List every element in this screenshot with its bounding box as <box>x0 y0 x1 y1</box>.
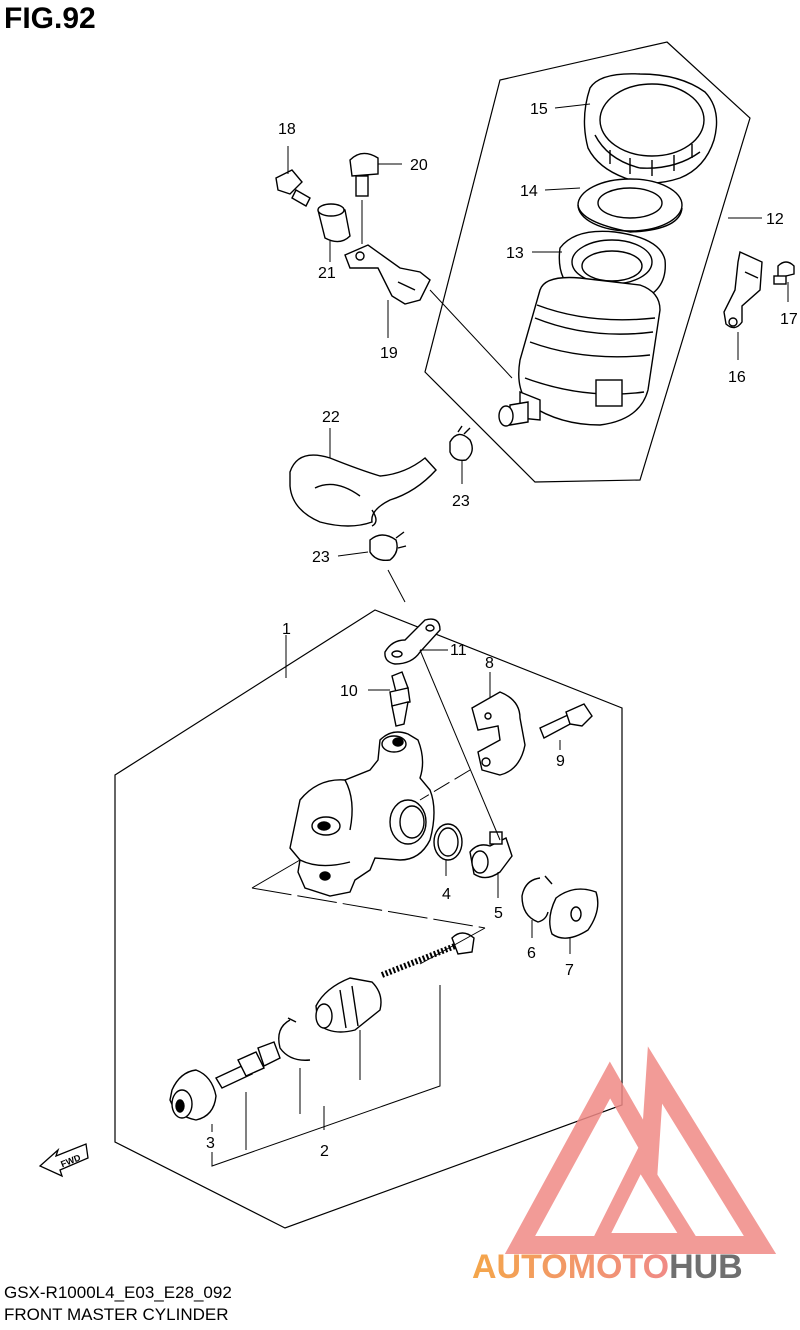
callout-11: 11 <box>450 642 467 659</box>
callout-3: 3 <box>206 1135 215 1152</box>
callout-16: 16 <box>728 369 746 386</box>
reservoir-bracket <box>723 250 763 329</box>
callout-1: 1 <box>282 621 291 638</box>
model-code: GSX-R1000L4_E03_E28_092 <box>4 1283 232 1302</box>
collar-21 <box>317 203 351 243</box>
callout-15: 15 <box>530 101 548 118</box>
watermark-wordmark: AUTOMOTOHUB <box>472 1248 743 1287</box>
master-cylinder-body <box>289 731 435 897</box>
reservoir-body <box>498 276 661 427</box>
callout-17: 17 <box>780 311 798 328</box>
callout-20: 20 <box>410 157 428 174</box>
callout-2: 2 <box>320 1143 329 1160</box>
callout-13: 13 <box>506 245 524 262</box>
callout-12: 12 <box>766 211 784 228</box>
hose-clamp-upper <box>449 425 473 462</box>
callout-5: 5 <box>494 905 503 922</box>
watermark-logo-icon <box>504 1046 777 1254</box>
bracket-screw <box>773 261 795 285</box>
dust-boot-7 <box>549 888 599 939</box>
callout-14: 14 <box>520 183 538 200</box>
callout-6: 6 <box>527 945 536 962</box>
callout-4: 4 <box>442 886 451 903</box>
watermark-part-1: AUTOMOTO <box>472 1248 670 1286</box>
clamp-holder-8 <box>471 691 526 776</box>
callout-numbers: 1 2 3 4 5 6 7 8 9 10 11 12 13 14 15 16 1… <box>206 101 798 1160</box>
callout-10: 10 <box>340 683 358 700</box>
o-ring-4 <box>433 823 463 861</box>
bolt-18 <box>275 169 311 207</box>
callout-8: 8 <box>485 655 494 672</box>
master-cylinder-group-outline <box>114 609 623 1229</box>
callout-23-upper: 23 <box>452 493 470 510</box>
union-eyelet-11 <box>384 618 441 665</box>
circlip-6 <box>521 875 553 923</box>
holder-bolt-9 <box>539 703 593 739</box>
callout-23-lower: 23 <box>312 549 330 566</box>
hose-connector-5 <box>469 831 513 879</box>
diaphragm-plate <box>577 178 683 233</box>
piston-set <box>169 932 475 1121</box>
reservoir-hose <box>289 454 437 527</box>
reservoir-cap <box>583 73 718 184</box>
bleeder-valve-10 <box>389 671 411 727</box>
hose-clamp-lower <box>369 531 407 562</box>
callout-19: 19 <box>380 345 398 362</box>
fwd-arrow-icon <box>38 1143 89 1178</box>
callout-9: 9 <box>556 753 565 770</box>
assembly-name: FRONT MASTER CYLINDER <box>4 1305 229 1324</box>
bolt-20 <box>349 152 379 197</box>
callout-21: 21 <box>318 265 336 282</box>
leader-lines <box>211 103 789 1167</box>
reservoir-group-outline <box>424 41 751 483</box>
callout-7: 7 <box>565 962 574 979</box>
watermark-part-2: HUB <box>669 1248 743 1286</box>
figure-title: FIG.92 <box>4 2 96 35</box>
callout-18: 18 <box>278 121 296 138</box>
callout-22: 22 <box>322 409 340 426</box>
hose-guide-19 <box>344 244 431 305</box>
